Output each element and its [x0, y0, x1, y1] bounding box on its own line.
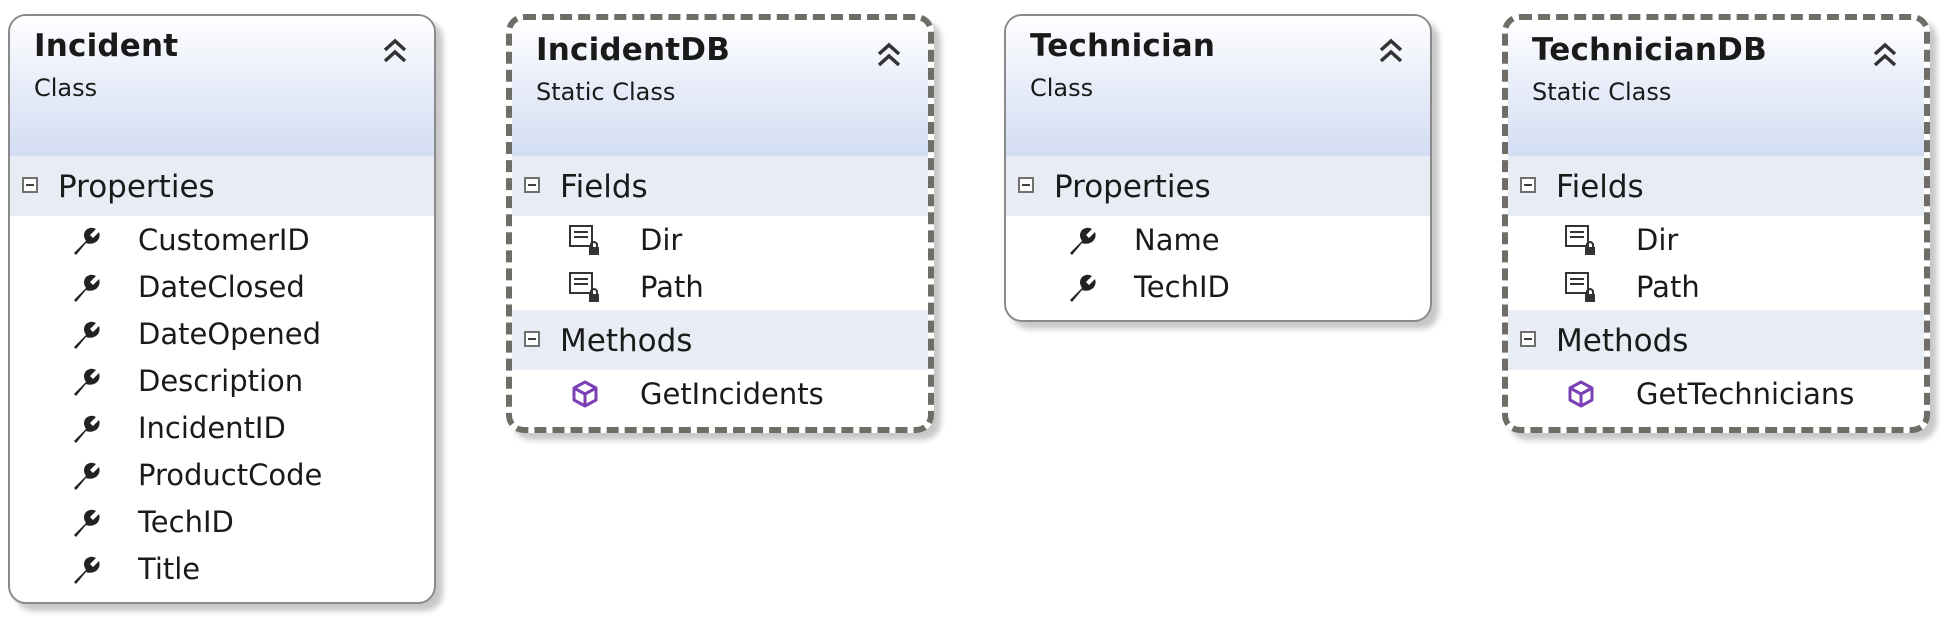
member-name: CustomerID — [138, 223, 310, 257]
collapse-chevron-icon[interactable] — [378, 34, 412, 68]
member-name: DateOpened — [138, 317, 322, 351]
section-label: Fields — [560, 169, 648, 205]
member-row[interactable]: Title — [10, 545, 434, 592]
member-row[interactable]: DateOpened — [10, 310, 434, 357]
class-name: TechnicianDB — [1532, 32, 1767, 68]
property-wrench-icon — [68, 270, 102, 304]
shape-bottom-padding — [1508, 417, 1924, 427]
class-name: IncidentDB — [536, 32, 731, 68]
collapse-chevron-icon[interactable] — [1374, 34, 1408, 68]
class-kind: Class — [1030, 74, 1094, 102]
member-row[interactable]: CustomerID — [10, 216, 434, 263]
member-row[interactable]: TechID — [1006, 263, 1430, 310]
collapse-section-icon[interactable] — [1018, 177, 1034, 193]
member-name: GetTechnicians — [1636, 377, 1855, 411]
shape-bottom-padding — [1006, 310, 1430, 320]
section-label: Methods — [560, 323, 693, 359]
member-name: ProductCode — [138, 458, 323, 492]
section-header-methods[interactable]: Methods — [1508, 310, 1924, 370]
member-name: Description — [138, 364, 304, 398]
member-name: Dir — [1636, 223, 1679, 257]
member-row[interactable]: ProductCode — [10, 451, 434, 498]
class-kind: Static Class — [536, 78, 676, 106]
property-wrench-icon — [68, 458, 102, 492]
member-row[interactable]: Name — [1006, 216, 1430, 263]
property-wrench-icon — [68, 411, 102, 445]
private-field-icon — [1564, 223, 1598, 257]
class-kind: Static Class — [1532, 78, 1672, 106]
collapse-section-icon[interactable] — [22, 177, 38, 193]
member-row[interactable]: Description — [10, 357, 434, 404]
member-row[interactable]: IncidentID — [10, 404, 434, 451]
member-name: DateClosed — [138, 270, 305, 304]
property-wrench-icon — [68, 552, 102, 586]
section-label: Fields — [1556, 169, 1644, 205]
collapse-chevron-icon[interactable] — [872, 38, 906, 72]
member-row[interactable]: TechID — [10, 498, 434, 545]
method-cube-icon — [1564, 377, 1598, 411]
section-header-methods[interactable]: Methods — [512, 310, 928, 370]
collapse-section-icon[interactable] — [1520, 177, 1536, 193]
member-row[interactable]: GetIncidents — [512, 370, 928, 417]
section-header-properties[interactable]: Properties — [1006, 156, 1430, 216]
shape-bottom-padding — [512, 417, 928, 427]
member-name: Path — [1636, 270, 1700, 304]
collapse-chevron-icon[interactable] — [1868, 38, 1902, 72]
property-wrench-icon — [1064, 270, 1098, 304]
collapse-section-icon[interactable] — [524, 177, 540, 193]
class-shape-header[interactable]: IncidentDB Static Class — [512, 20, 928, 156]
member-name: TechID — [1134, 270, 1230, 304]
property-wrench-icon — [68, 317, 102, 351]
private-field-icon — [568, 223, 602, 257]
class-kind: Class — [34, 74, 98, 102]
member-row[interactable]: DateClosed — [10, 263, 434, 310]
member-row[interactable]: Dir — [512, 216, 928, 263]
section-header-fields[interactable]: Fields — [1508, 156, 1924, 216]
section-header-properties[interactable]: Properties — [10, 156, 434, 216]
member-name: Dir — [640, 223, 683, 257]
section-label: Properties — [1054, 169, 1211, 205]
shape-bottom-padding — [10, 592, 434, 602]
member-name: Title — [138, 552, 201, 586]
property-wrench-icon — [68, 223, 102, 257]
class-shape-header[interactable]: TechnicianDB Static Class — [1508, 20, 1924, 156]
collapse-section-icon[interactable] — [1520, 331, 1536, 347]
member-name: Path — [640, 270, 704, 304]
member-row[interactable]: Path — [512, 263, 928, 310]
class-name: Technician — [1030, 28, 1216, 64]
property-wrench-icon — [68, 505, 102, 539]
member-name: TechID — [138, 505, 234, 539]
section-label: Methods — [1556, 323, 1689, 359]
private-field-icon — [1564, 270, 1598, 304]
member-row[interactable]: GetTechnicians — [1508, 370, 1924, 417]
method-cube-icon — [568, 377, 602, 411]
member-name: Name — [1134, 223, 1220, 257]
section-header-fields[interactable]: Fields — [512, 156, 928, 216]
member-name: GetIncidents — [640, 377, 824, 411]
member-row[interactable]: Dir — [1508, 216, 1924, 263]
property-wrench-icon — [68, 364, 102, 398]
class-name: Incident — [34, 28, 179, 64]
member-row[interactable]: Path — [1508, 263, 1924, 310]
collapse-section-icon[interactable] — [524, 331, 540, 347]
private-field-icon — [568, 270, 602, 304]
property-wrench-icon — [1064, 223, 1098, 257]
section-label: Properties — [58, 169, 215, 205]
member-name: IncidentID — [138, 411, 286, 445]
